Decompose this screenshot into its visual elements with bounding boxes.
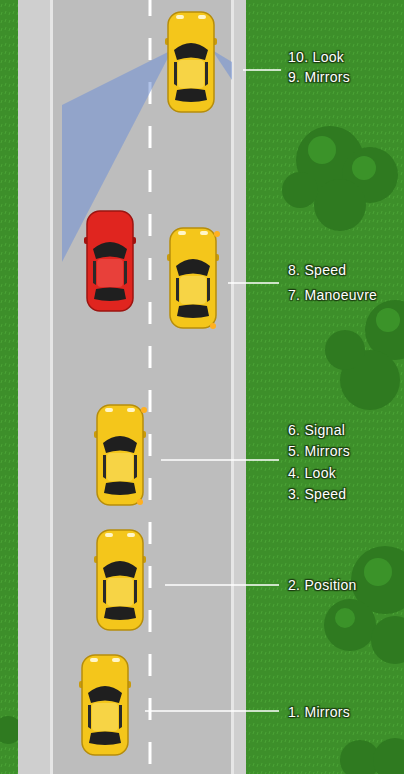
step-label: 10. Look [288,49,344,65]
step-label: 4. Look [288,465,336,481]
step-label: 7. Manoeuvre [288,287,377,303]
step-label: 3. Speed [288,486,346,502]
step-label: 2. Position [288,577,357,593]
step-label: 1. Mirrors [288,704,350,720]
step-label: 9. Mirrors [288,69,350,85]
step-label: 8. Speed [288,262,346,278]
step-label: 6. Signal [288,422,345,438]
step-label: 5. Mirrors [288,443,350,459]
